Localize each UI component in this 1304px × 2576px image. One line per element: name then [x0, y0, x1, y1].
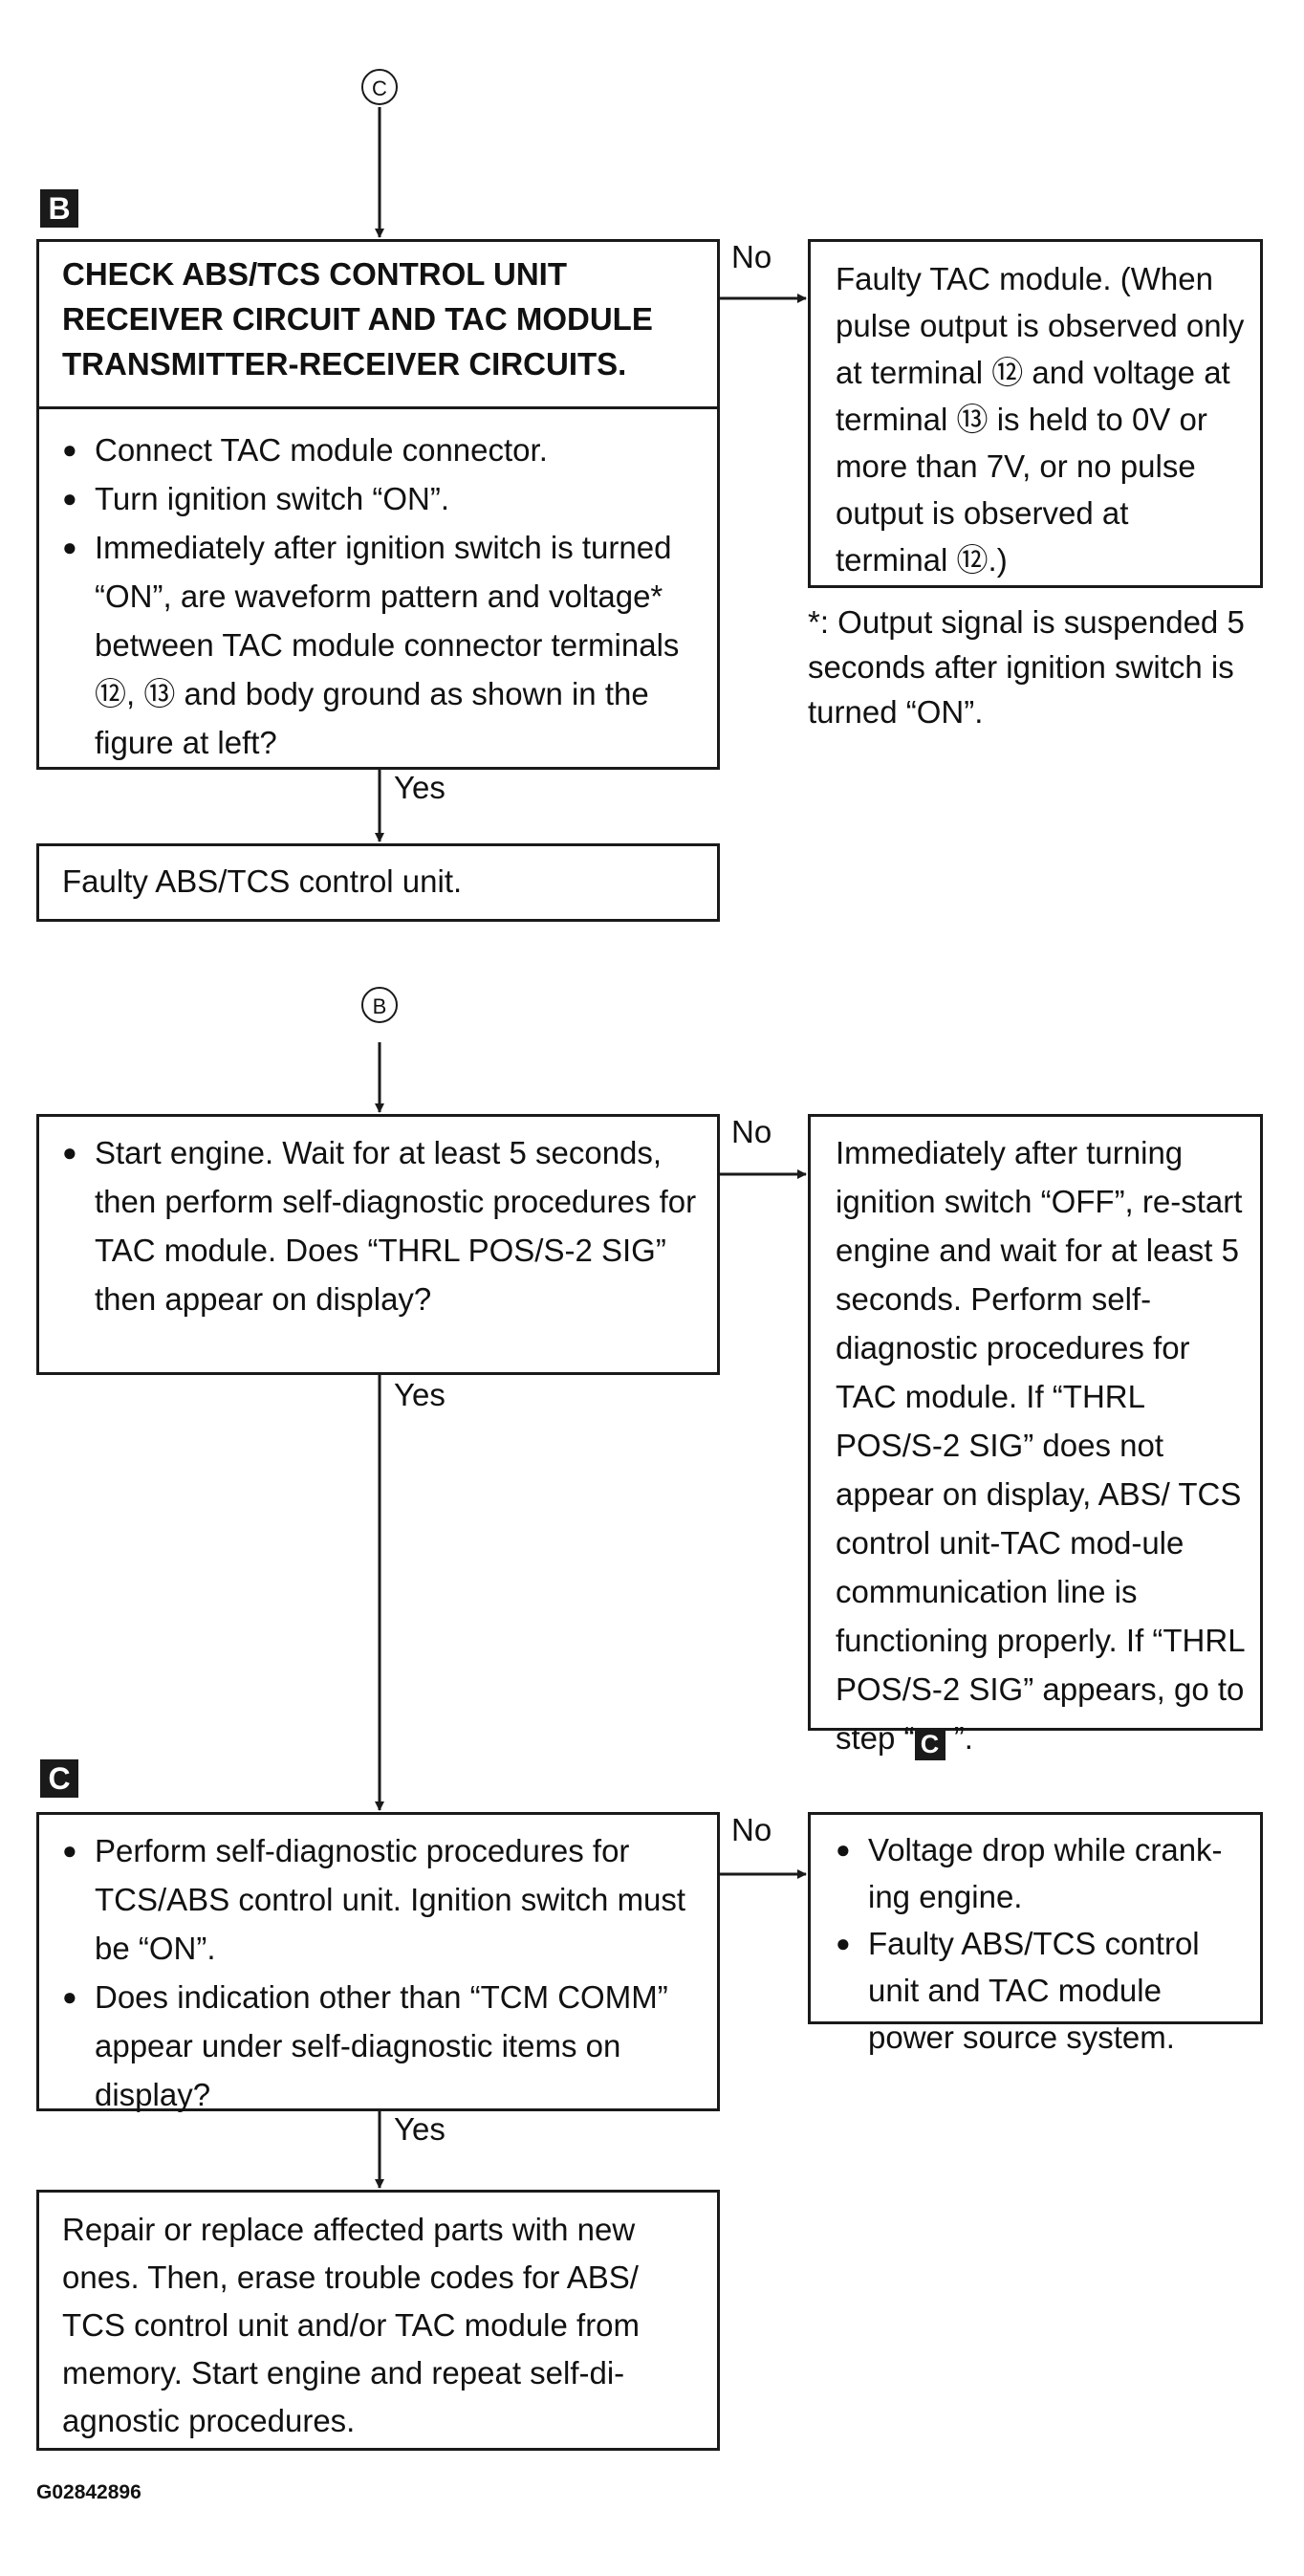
step2-no-result: Immediately after turning ignition switc… — [836, 1128, 1247, 1762]
step3-no-item: Faulty ABS/TCS control unit and TAC modu… — [836, 1920, 1247, 2061]
step3-no-item: Voltage drop while crank-ing engine. — [836, 1826, 1247, 1920]
step3-box: Perform self-diagnostic procedures for T… — [36, 1812, 720, 2112]
step3-no-items: Voltage drop while crank-ing engine. Fau… — [836, 1826, 1247, 2061]
step1-yes-result-box: Faulty ABS/TCS control unit. — [36, 843, 720, 922]
step2-no-result-box: Immediately after turning ignition switc… — [808, 1114, 1263, 1760]
step3-yes-label: Yes — [394, 2111, 446, 2147]
step1-yes-label: Yes — [394, 770, 446, 805]
step1-title: CHECK ABS/TCS CONTROL UNIT RECEIVER CIRC… — [62, 256, 653, 382]
step-c-marker: C — [40, 1759, 78, 1798]
step1-yes-result: Faulty ABS/TCS control unit. — [62, 863, 463, 899]
step3-yes-result-box: Repair or replace affected parts with ne… — [36, 2190, 720, 2451]
step3-item: Does indication other than “TCM COMM” ap… — [62, 1973, 703, 2119]
step3-item: Perform self-diagnostic procedures for T… — [62, 1826, 703, 1973]
step1-divider — [39, 406, 717, 409]
step-b-marker: B — [40, 189, 78, 228]
step2-items: Start engine. Wait for at least 5 second… — [62, 1128, 703, 1323]
step3-no-result-box: Voltage drop while crank-ing engine. Fau… — [808, 1812, 1263, 2055]
step2-no-result-text: Immediately after turning ignition switc… — [836, 1135, 1245, 1756]
connector-c-circle: C — [361, 69, 398, 105]
step2-yes-label: Yes — [394, 1377, 446, 1412]
step1-items: Connect TAC module connector. Turn ignit… — [62, 426, 703, 767]
step1-box: CHECK ABS/TCS CONTROL UNIT RECEIVER CIRC… — [36, 239, 720, 770]
step1-item: Immediately after ignition switch is tur… — [62, 523, 703, 767]
connector-b-circle: B — [361, 987, 398, 1023]
step1-item: Turn ignition switch “ON”. — [62, 474, 703, 523]
step3-no-label: No — [731, 1812, 772, 1847]
step2-item: Start engine. Wait for at least 5 second… — [62, 1128, 703, 1323]
figure-id: G02842896 — [36, 2481, 141, 2503]
step1-no-label: No — [731, 239, 772, 274]
step3-items: Perform self-diagnostic procedures for T… — [62, 1826, 703, 2119]
step3-yes-result: Repair or replace affected parts with ne… — [62, 2212, 641, 2438]
step-c-inline-marker: C — [914, 1728, 945, 1760]
step1-no-result: Faulty TAC module. (When pulse output is… — [836, 261, 1245, 578]
step1-item: Connect TAC module connector. — [62, 426, 703, 474]
step2-box: Start engine. Wait for at least 5 second… — [36, 1114, 720, 1375]
step2-no-result-end: ”. — [945, 1720, 973, 1756]
step1-note: *: Output signal is suspended 5 seconds … — [808, 604, 1245, 730]
step2-no-label: No — [731, 1114, 772, 1149]
step1-no-result-box: Faulty TAC module. (When pulse output is… — [808, 239, 1263, 588]
